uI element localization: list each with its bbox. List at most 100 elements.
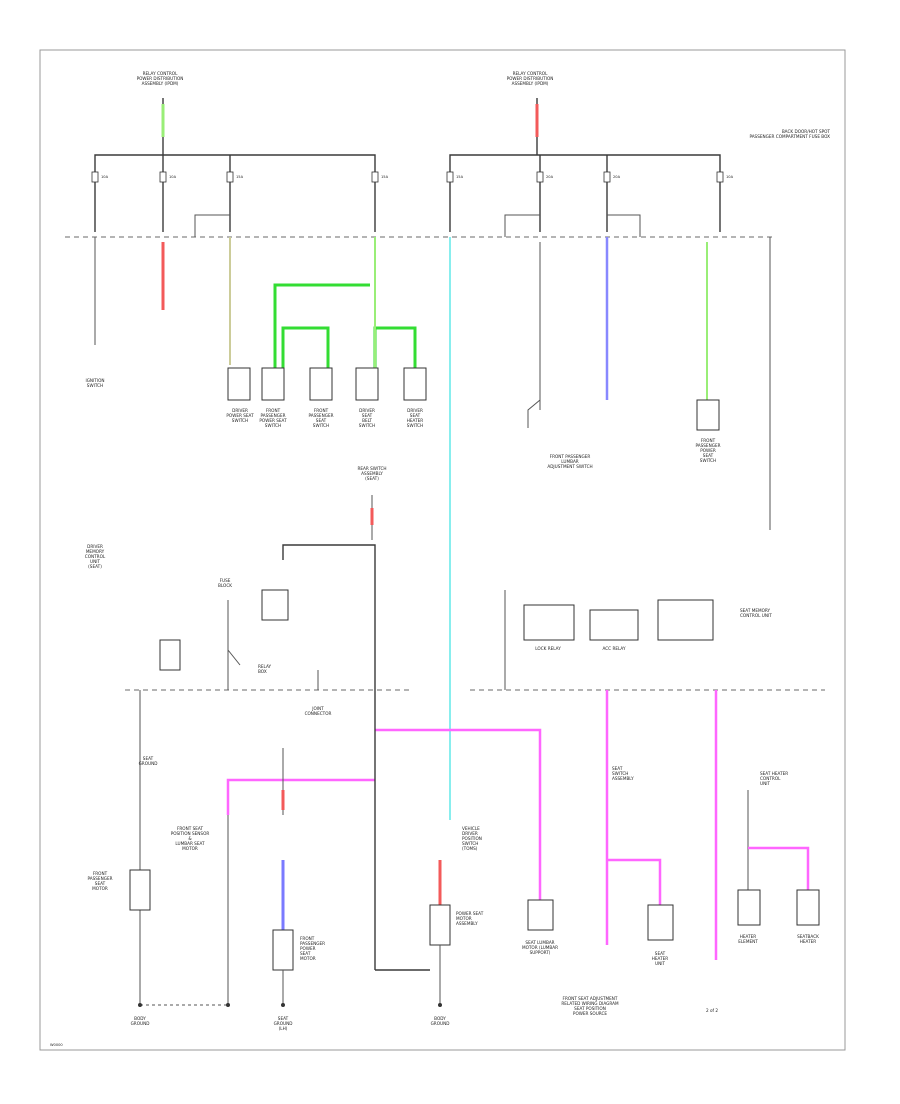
switch-contact <box>227 649 241 666</box>
label-line: SEAT LUMBAR <box>525 940 554 945</box>
label-line: DRIVER <box>87 544 103 549</box>
label-line: ACC RELAY <box>602 646 625 651</box>
lock-relay-box <box>523 604 575 641</box>
label-line: MOTOR <box>300 956 316 961</box>
label-line: CONTROL <box>760 776 781 781</box>
label-line: ASSEMBLY (IPDM) <box>142 81 179 86</box>
fuse-rating: 15A <box>456 175 464 179</box>
label-line: SEAT <box>316 418 327 423</box>
right-bus <box>449 154 721 232</box>
label-line: SWITCH <box>359 423 375 428</box>
label-line: SWITCH <box>700 458 716 463</box>
label-line: SWITCH <box>462 841 478 846</box>
label-line: SEAT HEATER <box>760 771 788 776</box>
label-line: GROUND <box>131 1021 150 1026</box>
fuse-icon <box>226 171 234 183</box>
fuse-icon <box>446 171 454 183</box>
label-line: BODY <box>434 1016 446 1021</box>
green-harness-2 <box>281 326 330 372</box>
label-line: ASSEMBLY <box>612 776 634 781</box>
label-line: SEAT <box>410 413 421 418</box>
label-line: BLOCK <box>218 583 232 588</box>
label-line: POWER DISTRIBUTION <box>137 76 184 81</box>
lumbar-motor-box <box>527 899 554 931</box>
driver-seat-heater-box <box>403 367 427 401</box>
label-line: REAR SWITCH <box>357 466 386 471</box>
label-line: SEAT <box>143 756 154 761</box>
label-line: (SEAT) <box>88 564 102 569</box>
fuse-rating: 15A <box>236 175 244 179</box>
label-line: 2 of 2 <box>706 1008 718 1013</box>
label-line: SEAT <box>362 413 373 418</box>
label-line: VEHICLE <box>462 826 480 831</box>
label-line: SEAT <box>703 453 714 458</box>
center-lower-motor-box <box>272 929 294 971</box>
label-line: GROUND <box>431 1021 450 1026</box>
pink-right-branch <box>607 858 662 905</box>
label-line: SEAT <box>612 766 623 771</box>
label-line: SWITCH <box>612 771 628 776</box>
branch-c <box>607 214 641 237</box>
heater-unit-box <box>647 904 674 941</box>
label-line: UNIT <box>655 961 665 966</box>
svg-text:LOCK RELAY: LOCK RELAY <box>535 646 561 651</box>
label-line: FRONT <box>701 438 716 443</box>
fuse-rating: 10A <box>169 175 177 179</box>
fuse-rating: 10A <box>101 175 109 179</box>
driver-seat-belt-box <box>355 367 379 401</box>
label-line: ELEMENT <box>738 939 758 944</box>
mid-bus <box>282 544 376 690</box>
label-line: SEAT <box>95 881 106 886</box>
label-line: POWER SOURCE <box>573 1011 607 1016</box>
label-line: UNIT <box>760 781 770 786</box>
label-line: SEAT <box>278 1016 289 1021</box>
label-line: DRIVER <box>232 408 248 413</box>
label-line: DRIVER <box>462 831 478 836</box>
fuse-icon <box>716 171 724 183</box>
label-line: SEAT <box>300 951 311 956</box>
page-num-label: 2 of 2 <box>706 1008 718 1013</box>
label-line: FRONT <box>266 408 281 413</box>
label-line: RELAY <box>258 664 272 669</box>
green-harness-1 <box>273 283 370 372</box>
label-line: PASSENGER COMPARTMENT FUSE BOX <box>749 134 830 139</box>
fuse-icon <box>603 171 611 183</box>
label-line: BODY <box>134 1016 146 1021</box>
label-line: FRONT SEAT ADJUSTMENT <box>563 996 618 1001</box>
label-line: SEAT MEMORY <box>740 608 771 613</box>
label-line: MOTOR <box>182 846 198 851</box>
label-line: SEATBACK <box>797 934 819 939</box>
